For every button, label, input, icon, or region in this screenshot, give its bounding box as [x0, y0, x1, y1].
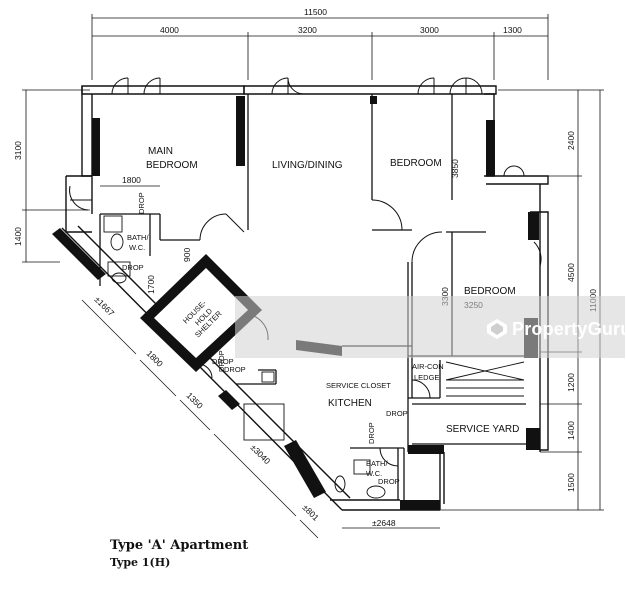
dim-1700: 1700 — [146, 275, 156, 294]
dim-3850: 3850 — [450, 159, 460, 178]
plan-subtitle: Type 1(H) — [110, 556, 171, 569]
dim-right-1: 2400 — [566, 131, 576, 150]
dim-top-1: 4000 — [160, 25, 179, 35]
room-bath2-2: W.C. — [366, 469, 382, 478]
room-main-bedroom-1: MAIN — [148, 146, 173, 157]
room-aircon-2: LEDGE — [414, 373, 439, 382]
drop-label: DROP — [378, 477, 400, 486]
household-shelter — [140, 254, 262, 372]
room-bath1-2: W.C. — [129, 243, 145, 252]
dim-top-3: 3000 — [420, 25, 439, 35]
inner-dimension-lines — [81, 185, 440, 539]
fixtures — [103, 214, 525, 499]
dim-1800-diag: 1800 — [145, 348, 166, 369]
dim-1667: ±1667 — [93, 294, 117, 318]
drop-label: DROP — [224, 365, 246, 374]
dim-left-2: 1400 — [13, 227, 23, 246]
dim-1800-top: 1800 — [122, 175, 141, 185]
room-bedroom-1: BEDROOM — [390, 158, 442, 169]
drop-label: DROP — [367, 422, 376, 444]
doors-windows — [69, 77, 542, 467]
room-service-closet: SERVICE CLOSET — [326, 381, 391, 390]
dim-right-3: 1200 — [566, 373, 576, 392]
dim-left-1: 3100 — [13, 141, 23, 160]
room-bath1-1: BATH/ — [127, 233, 149, 242]
dim-right-5: 1500 — [566, 473, 576, 492]
dim-2648: ±2648 — [372, 518, 396, 528]
room-service-yard: SERVICE YARD — [446, 424, 519, 435]
top-dimensions — [91, 14, 549, 80]
dim-top-2: 3200 — [298, 25, 317, 35]
drop-label: DROP — [212, 357, 234, 366]
watermark-band — [235, 296, 625, 358]
dim-top-total: 11500 — [304, 7, 327, 17]
dim-900: 900 — [182, 248, 192, 262]
watermark-text: PropertyGuru — [512, 319, 626, 339]
room-kitchen: KITCHEN — [328, 398, 372, 409]
room-aircon-1: AIR-CON — [412, 362, 444, 371]
propertyguru-logo-icon — [487, 319, 507, 339]
drop-label: DROP — [217, 350, 226, 372]
room-main-bedroom-2: BEDROOM — [146, 160, 198, 171]
dim-right-2: 4500 — [566, 263, 576, 282]
room-bath2-1: BATH/ — [366, 459, 388, 468]
plan-title: Type 'A' Apartment — [110, 538, 249, 553]
drop-label: DROP — [137, 192, 146, 214]
left-dimensions — [22, 89, 90, 263]
drop-label: DROP — [386, 409, 408, 418]
dim-right-4: 1400 — [566, 421, 576, 440]
dim-3040: ±3040 — [249, 442, 273, 466]
interior-walls — [99, 94, 528, 500]
room-bedroom-2: BEDROOM — [464, 286, 516, 297]
drop-label: DROP — [122, 263, 144, 272]
dim-801: ±801 — [301, 502, 322, 523]
room-living-dining: LIVING/DINING — [272, 160, 343, 171]
dim-top-4: 1300 — [503, 25, 522, 35]
